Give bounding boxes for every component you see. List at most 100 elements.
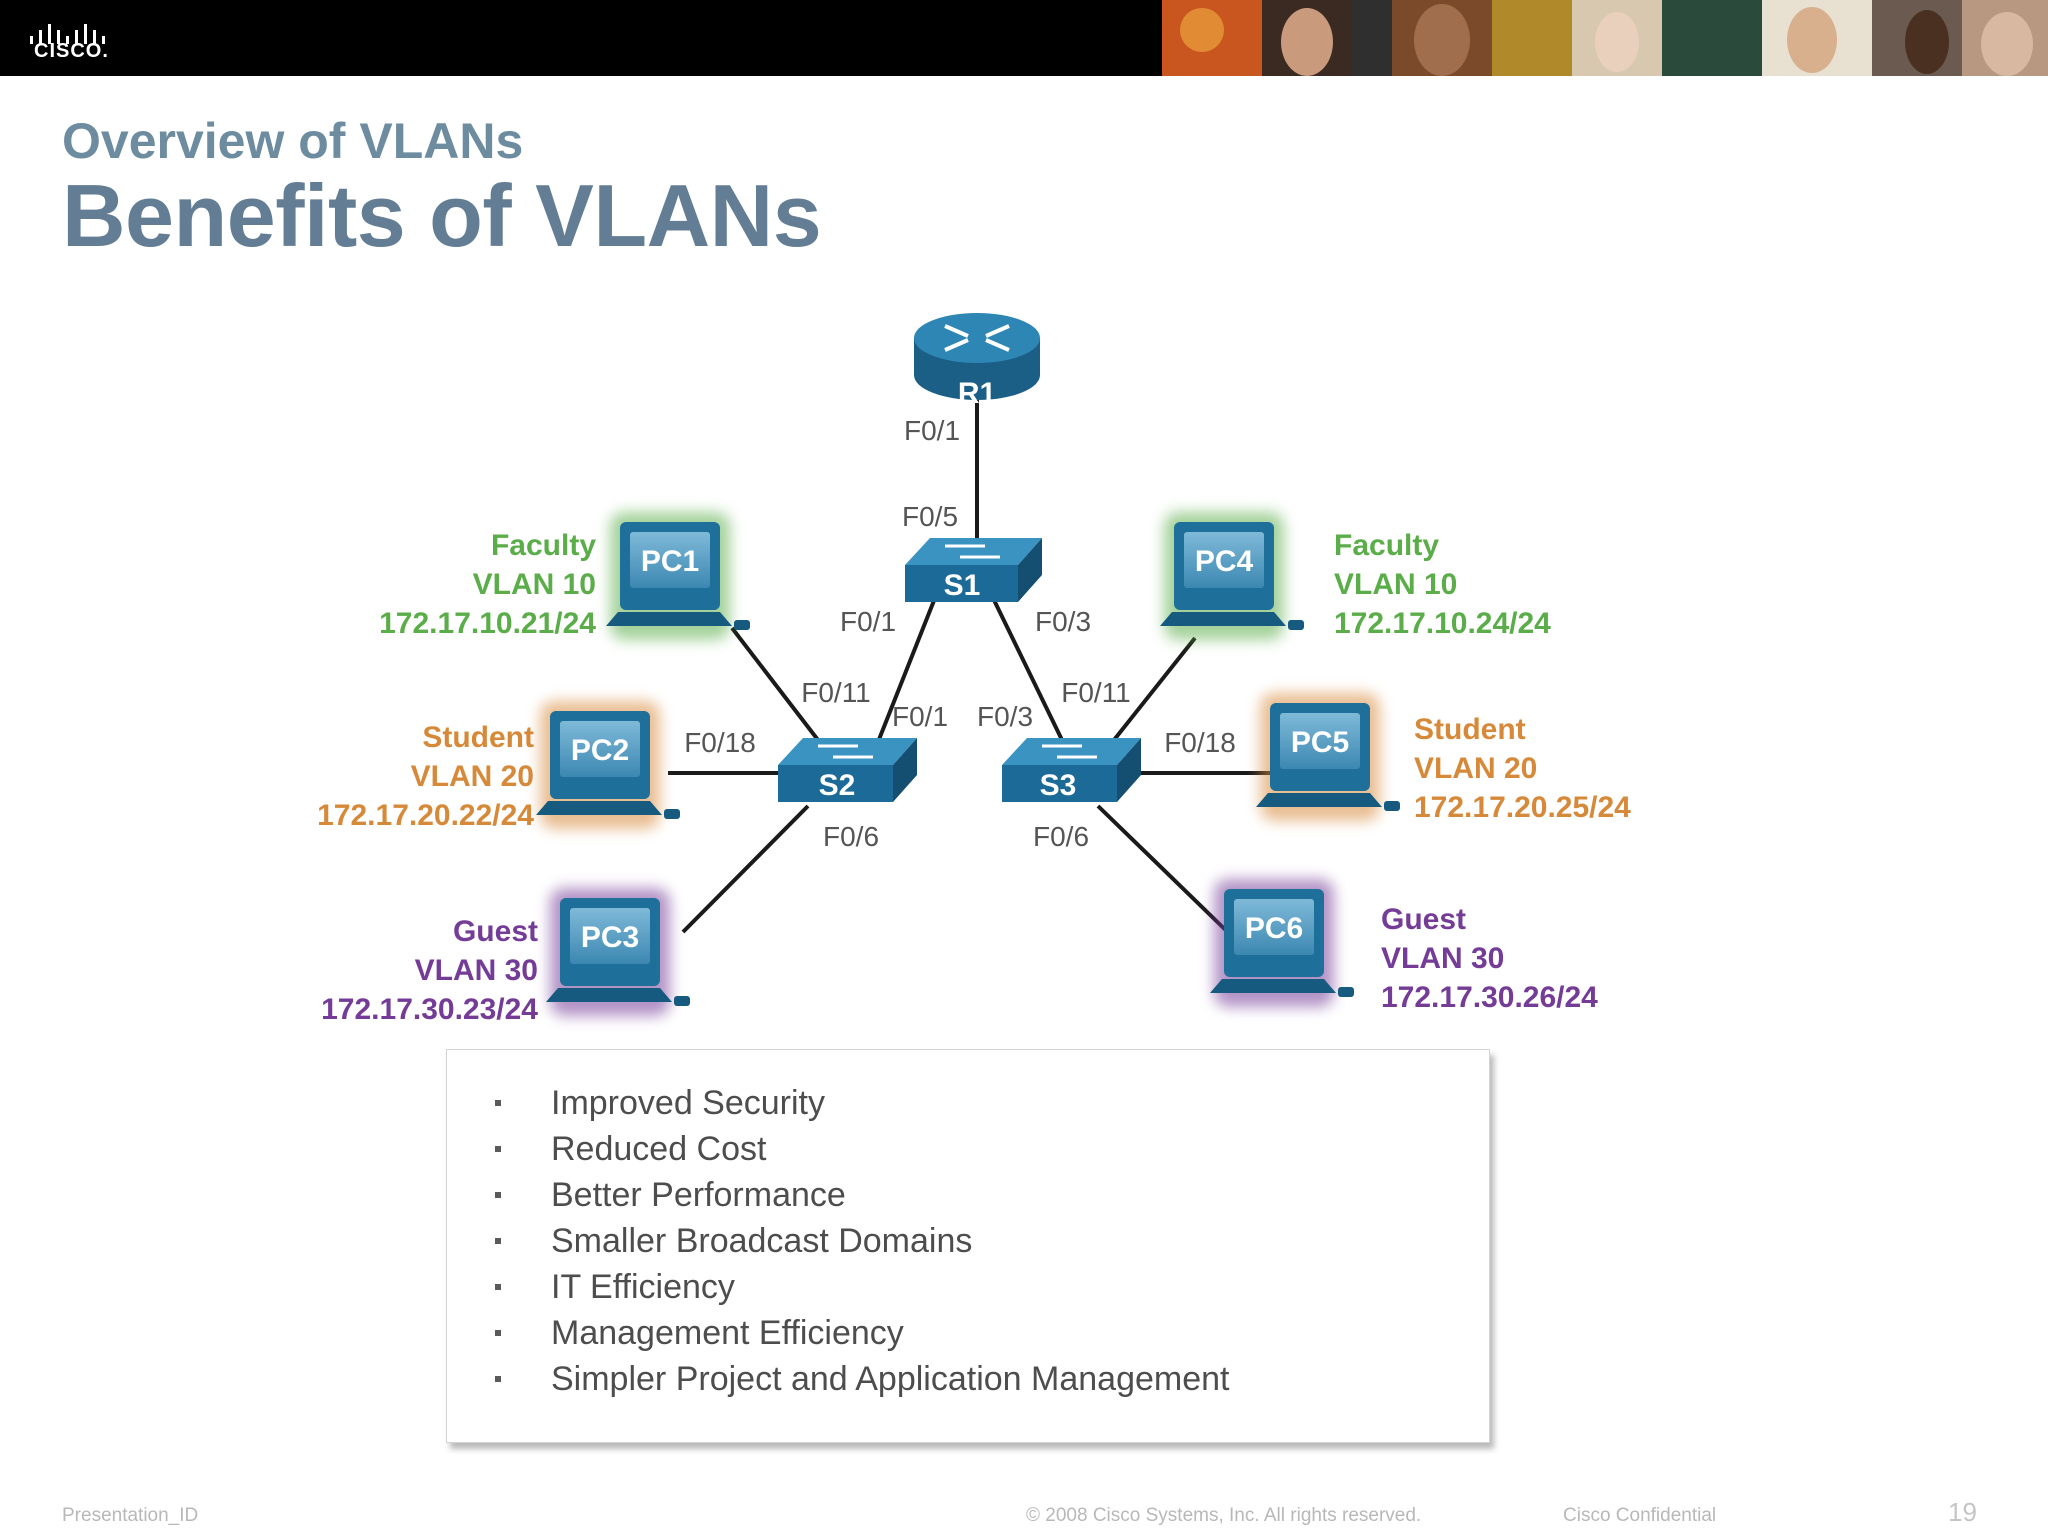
pc-vlan: VLAN 20 <box>1414 752 1537 785</box>
pc-1[interactable]: PC1 <box>606 512 750 640</box>
pc-6[interactable]: PC6 <box>1210 879 1354 1007</box>
benefit-text: Better Performance <box>551 1176 846 1214</box>
switch-s2-label: S2 <box>819 769 856 802</box>
pc-group: Student <box>1414 713 1526 746</box>
mouse-icon <box>1384 801 1400 811</box>
benefit-item: Improved Security <box>495 1080 1489 1126</box>
switch-arrows-icon <box>818 744 873 759</box>
photo-strip <box>1162 0 2048 76</box>
mouse-icon <box>664 809 680 819</box>
pc-ip: 172.17.20.22/24 <box>317 799 534 832</box>
pc-label: PC4 <box>1195 545 1254 578</box>
switch-s3-label: S3 <box>1040 769 1077 802</box>
mouse-icon <box>1338 987 1354 997</box>
port-s1-f0-3: F0/3 <box>1035 606 1091 637</box>
mouse-icon <box>674 996 690 1006</box>
bullet-icon <box>495 1146 501 1152</box>
benefit-item: Reduced Cost <box>495 1126 1489 1172</box>
port-s2-f0-18: F0/18 <box>684 727 756 758</box>
benefit-text: Reduced Cost <box>551 1130 767 1168</box>
pc-vlan: VLAN 30 <box>415 954 538 987</box>
benefit-text: Smaller Broadcast Domains <box>551 1222 973 1260</box>
router-label: R1 <box>958 377 996 410</box>
router-arrows-icon <box>944 324 1010 352</box>
logo-text: CISCO. <box>34 40 109 62</box>
benefit-text: Management Efficiency <box>551 1314 904 1352</box>
port-s2-f0-1: F0/1 <box>892 701 948 732</box>
pc-5[interactable]: PC5 <box>1256 693 1400 821</box>
page-number: 19 <box>1948 1497 1977 1527</box>
port-s2-f0-11: F0/11 <box>801 677 871 708</box>
cisco-logo-icon <box>30 24 105 44</box>
pc-label: PC1 <box>641 545 699 578</box>
link-lines <box>668 400 1278 944</box>
switch-s1-label: S1 <box>944 569 981 602</box>
switch-s1[interactable]: S1 <box>905 538 1042 602</box>
benefit-item: IT Efficiency <box>495 1264 1489 1310</box>
slide-subtitle: Overview of VLANs <box>62 113 524 169</box>
pc-4[interactable]: PC4 <box>1160 512 1304 640</box>
footer-confidential: Cisco Confidential <box>1563 1505 1717 1526</box>
benefit-text: Improved Security <box>551 1084 825 1122</box>
benefit-text: Simpler Project and Application Manageme… <box>551 1360 1230 1398</box>
pc-ip: 172.17.30.23/24 <box>321 993 538 1026</box>
switch-arrows-icon <box>1042 744 1097 759</box>
pc-3[interactable]: PC3 <box>546 888 690 1016</box>
port-s2-f0-6: F0/6 <box>823 821 879 852</box>
pc-ip: 172.17.10.24/24 <box>1334 607 1551 640</box>
bullet-icon <box>495 1284 501 1290</box>
pc-vlan: VLAN 30 <box>1381 942 1504 975</box>
pc-group: Guest <box>1381 903 1466 936</box>
pc-group: Guest <box>453 915 538 948</box>
benefit-text: IT Efficiency <box>551 1268 735 1306</box>
slide-title: Benefits of VLANs <box>62 166 822 265</box>
port-s3-f0-3: F0/3 <box>977 701 1033 732</box>
pc-vlan: VLAN 20 <box>411 760 534 793</box>
port-s3-f0-11: F0/11 <box>1061 677 1131 708</box>
pc-vlan: VLAN 10 <box>1334 568 1457 601</box>
pc-group: Faculty <box>491 529 596 562</box>
port-s1-f0-5: F0/5 <box>902 501 958 532</box>
switch-arrows-icon <box>945 544 1000 559</box>
header-bar: CISCO. <box>0 0 2048 76</box>
benefit-item: Better Performance <box>495 1172 1489 1218</box>
pc-label: PC3 <box>581 921 639 954</box>
footer-presentation-id: Presentation_ID <box>62 1505 199 1526</box>
pc-ip: 172.17.10.21/24 <box>379 607 596 640</box>
pc-group: Faculty <box>1334 529 1439 562</box>
mouse-icon <box>1288 620 1304 630</box>
pc-group: Student <box>422 721 534 754</box>
pc-vlan: VLAN 10 <box>473 568 596 601</box>
pc-label: PC5 <box>1291 726 1349 759</box>
switch-s3[interactable]: S3 <box>1002 738 1141 802</box>
port-r1-f0-1: F0/1 <box>904 415 960 446</box>
switch-s2[interactable]: S2 <box>778 738 917 802</box>
router-r1[interactable]: R1 <box>914 313 1040 410</box>
bullet-icon <box>495 1330 501 1336</box>
port-s3-f0-6: F0/6 <box>1033 821 1089 852</box>
bullet-icon <box>495 1100 501 1106</box>
port-s3-f0-18: F0/18 <box>1164 727 1236 758</box>
benefit-item: Management Efficiency <box>495 1310 1489 1356</box>
bullet-icon <box>495 1376 501 1382</box>
pc-label: PC2 <box>571 734 629 767</box>
pc-ip: 172.17.30.26/24 <box>1381 981 1598 1014</box>
benefit-item: Smaller Broadcast Domains <box>495 1218 1489 1264</box>
footer-copyright: © 2008 Cisco Systems, Inc. All rights re… <box>1026 1505 1422 1526</box>
bullet-icon <box>495 1192 501 1198</box>
benefit-item: Simpler Project and Application Manageme… <box>495 1356 1489 1402</box>
port-s1-f0-1: F0/1 <box>840 606 896 637</box>
pc-2[interactable]: PC2 <box>536 701 680 829</box>
pc-label: PC6 <box>1245 912 1303 945</box>
pc-ip: 172.17.20.25/24 <box>1414 791 1631 824</box>
